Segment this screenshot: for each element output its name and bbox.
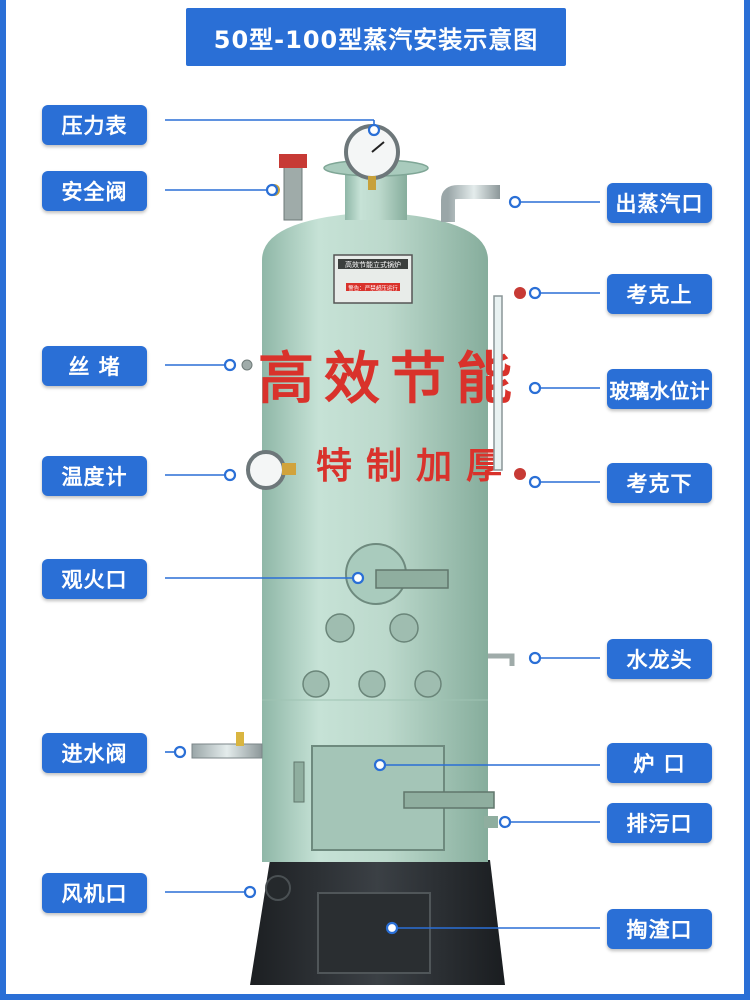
label-cock-upper: 考克上	[607, 274, 712, 314]
title-banner: 50型-100型蒸汽安装示意图	[186, 8, 566, 66]
label-slag-port: 掏渣口	[607, 909, 712, 949]
label-glass-level: 玻璃水位计	[607, 369, 712, 409]
label-drain: 排污口	[607, 803, 712, 843]
label-cock-lower: 考克下	[607, 463, 712, 503]
fan-port-shape	[265, 875, 291, 901]
label-furnace-door: 炉 口	[607, 743, 712, 783]
glass-level-tube	[493, 295, 503, 471]
label-thermometer: 温度计	[42, 456, 147, 496]
label-fan-port: 风机口	[42, 873, 147, 913]
nameplate-title: 高效节能立式锅炉	[345, 260, 401, 269]
label-faucet: 水龙头	[607, 639, 712, 679]
boiler-slogan: 高效节能	[258, 347, 522, 412]
label-inlet-valve: 进水阀	[42, 733, 147, 773]
label-safety-valve: 安全阀	[42, 171, 147, 211]
label-steam-outlet: 出蒸汽口	[607, 183, 712, 223]
label-fire-port: 观火口	[42, 559, 147, 599]
boiler-subtext: 特制加厚	[316, 446, 516, 487]
page-title: 50型-100型蒸汽安装示意图	[213, 25, 539, 54]
nameplate-warning: 警告：严禁超压运行	[348, 284, 398, 292]
label-screw-plug: 丝 堵	[42, 346, 147, 386]
slag-door	[317, 892, 431, 974]
label-pressure-gauge: 压力表	[42, 105, 147, 145]
